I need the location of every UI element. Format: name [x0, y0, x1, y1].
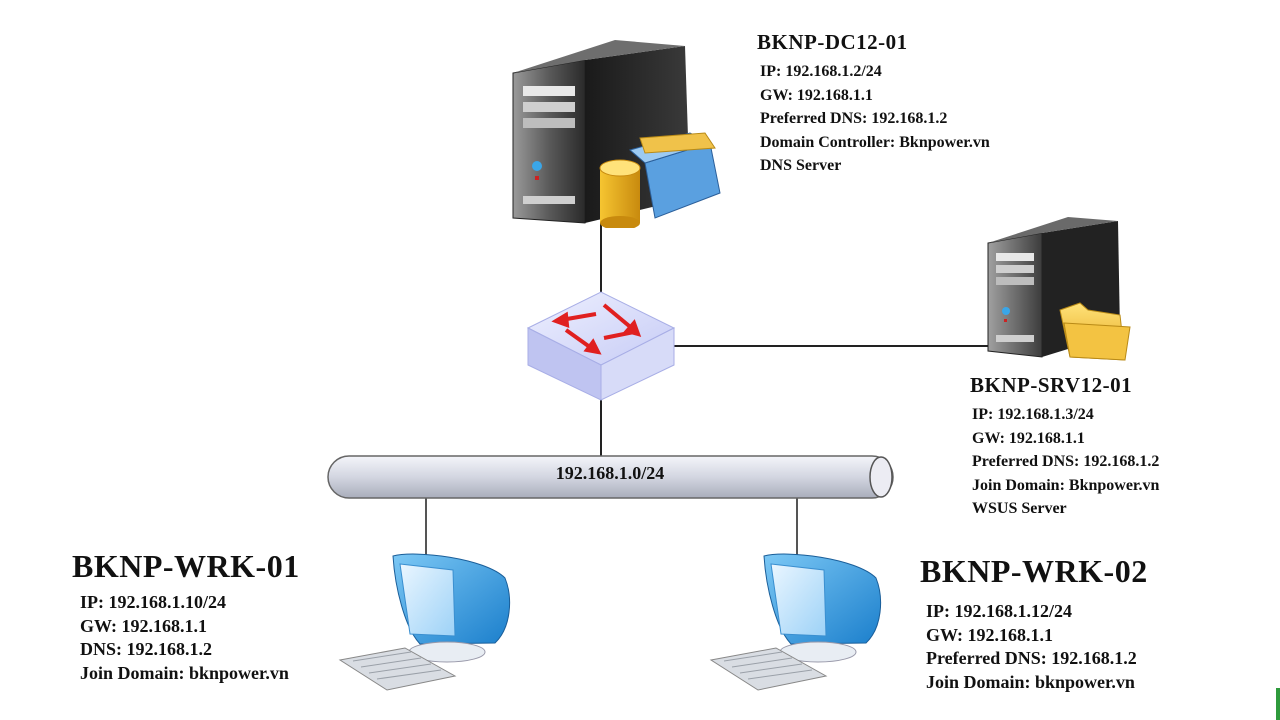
srv-detail-line: WSUS Server — [972, 500, 1067, 517]
dc-detail-line: Domain Controller: Bknpower.vn — [760, 133, 990, 151]
edge-accent — [1276, 688, 1280, 720]
dc-detail-line: GW: 192.168.1.1 — [760, 86, 873, 104]
wrk1-name: BKNP-WRK-01 — [72, 548, 300, 584]
wrk2-details: IP: 192.168.1.12/24 GW: 192.168.1.1 Pref… — [926, 600, 1137, 694]
wrk2-detail-line: Preferred DNS: 192.168.1.2 — [926, 648, 1137, 668]
dc-detail-line: DNS Server — [760, 157, 842, 174]
network-switch-icon — [526, 291, 676, 401]
srv-detail-line: Preferred DNS: 192.168.1.2 — [972, 453, 1160, 470]
dc-detail-line: Preferred DNS: 192.168.1.2 — [760, 110, 948, 127]
wrk1-detail-line: GW: 192.168.1.1 — [80, 615, 208, 636]
server-tower-with-folder-icon — [987, 217, 1131, 361]
dc-name: BKNP-DC12-01 — [757, 30, 908, 54]
wrk1-detail-line: DNS: 192.168.1.2 — [80, 639, 213, 659]
srv-detail-line: Join Domain: Bknpower.vn — [972, 476, 1160, 494]
srv-detail-line: IP: 192.168.1.3/24 — [972, 406, 1094, 423]
wrk2-detail-line: GW: 192.168.1.1 — [926, 624, 1054, 645]
dc-detail-line: IP: 192.168.1.2/24 — [760, 63, 882, 80]
server-tower-with-database-icon — [512, 40, 721, 228]
workstation-computer-icon — [338, 553, 511, 691]
dc-details: IP: 192.168.1.2/24 GW: 192.168.1.1 Prefe… — [760, 60, 990, 178]
srv-details: IP: 192.168.1.3/24 GW: 192.168.1.1 Prefe… — [972, 403, 1159, 521]
wrk1-detail-line: Join Domain: bknpower.vn — [80, 662, 289, 683]
wrk2-detail-line: IP: 192.168.1.12/24 — [926, 601, 1072, 621]
wrk1-detail-line: IP: 192.168.1.10/24 — [80, 592, 226, 612]
wrk2-detail-line: Join Domain: bknpower.vn — [926, 671, 1135, 692]
srv-name: BKNP-SRV12-01 — [970, 373, 1133, 397]
subnet-label: 192.168.1.0/24 — [555, 463, 665, 483]
srv-detail-line: GW: 192.168.1.1 — [972, 429, 1085, 447]
wrk2-name: BKNP-WRK-02 — [920, 553, 1148, 589]
network-bus — [327, 455, 894, 499]
workstation-computer-icon — [709, 553, 882, 691]
wrk1-details: IP: 192.168.1.10/24 GW: 192.168.1.1 DNS:… — [80, 591, 289, 685]
